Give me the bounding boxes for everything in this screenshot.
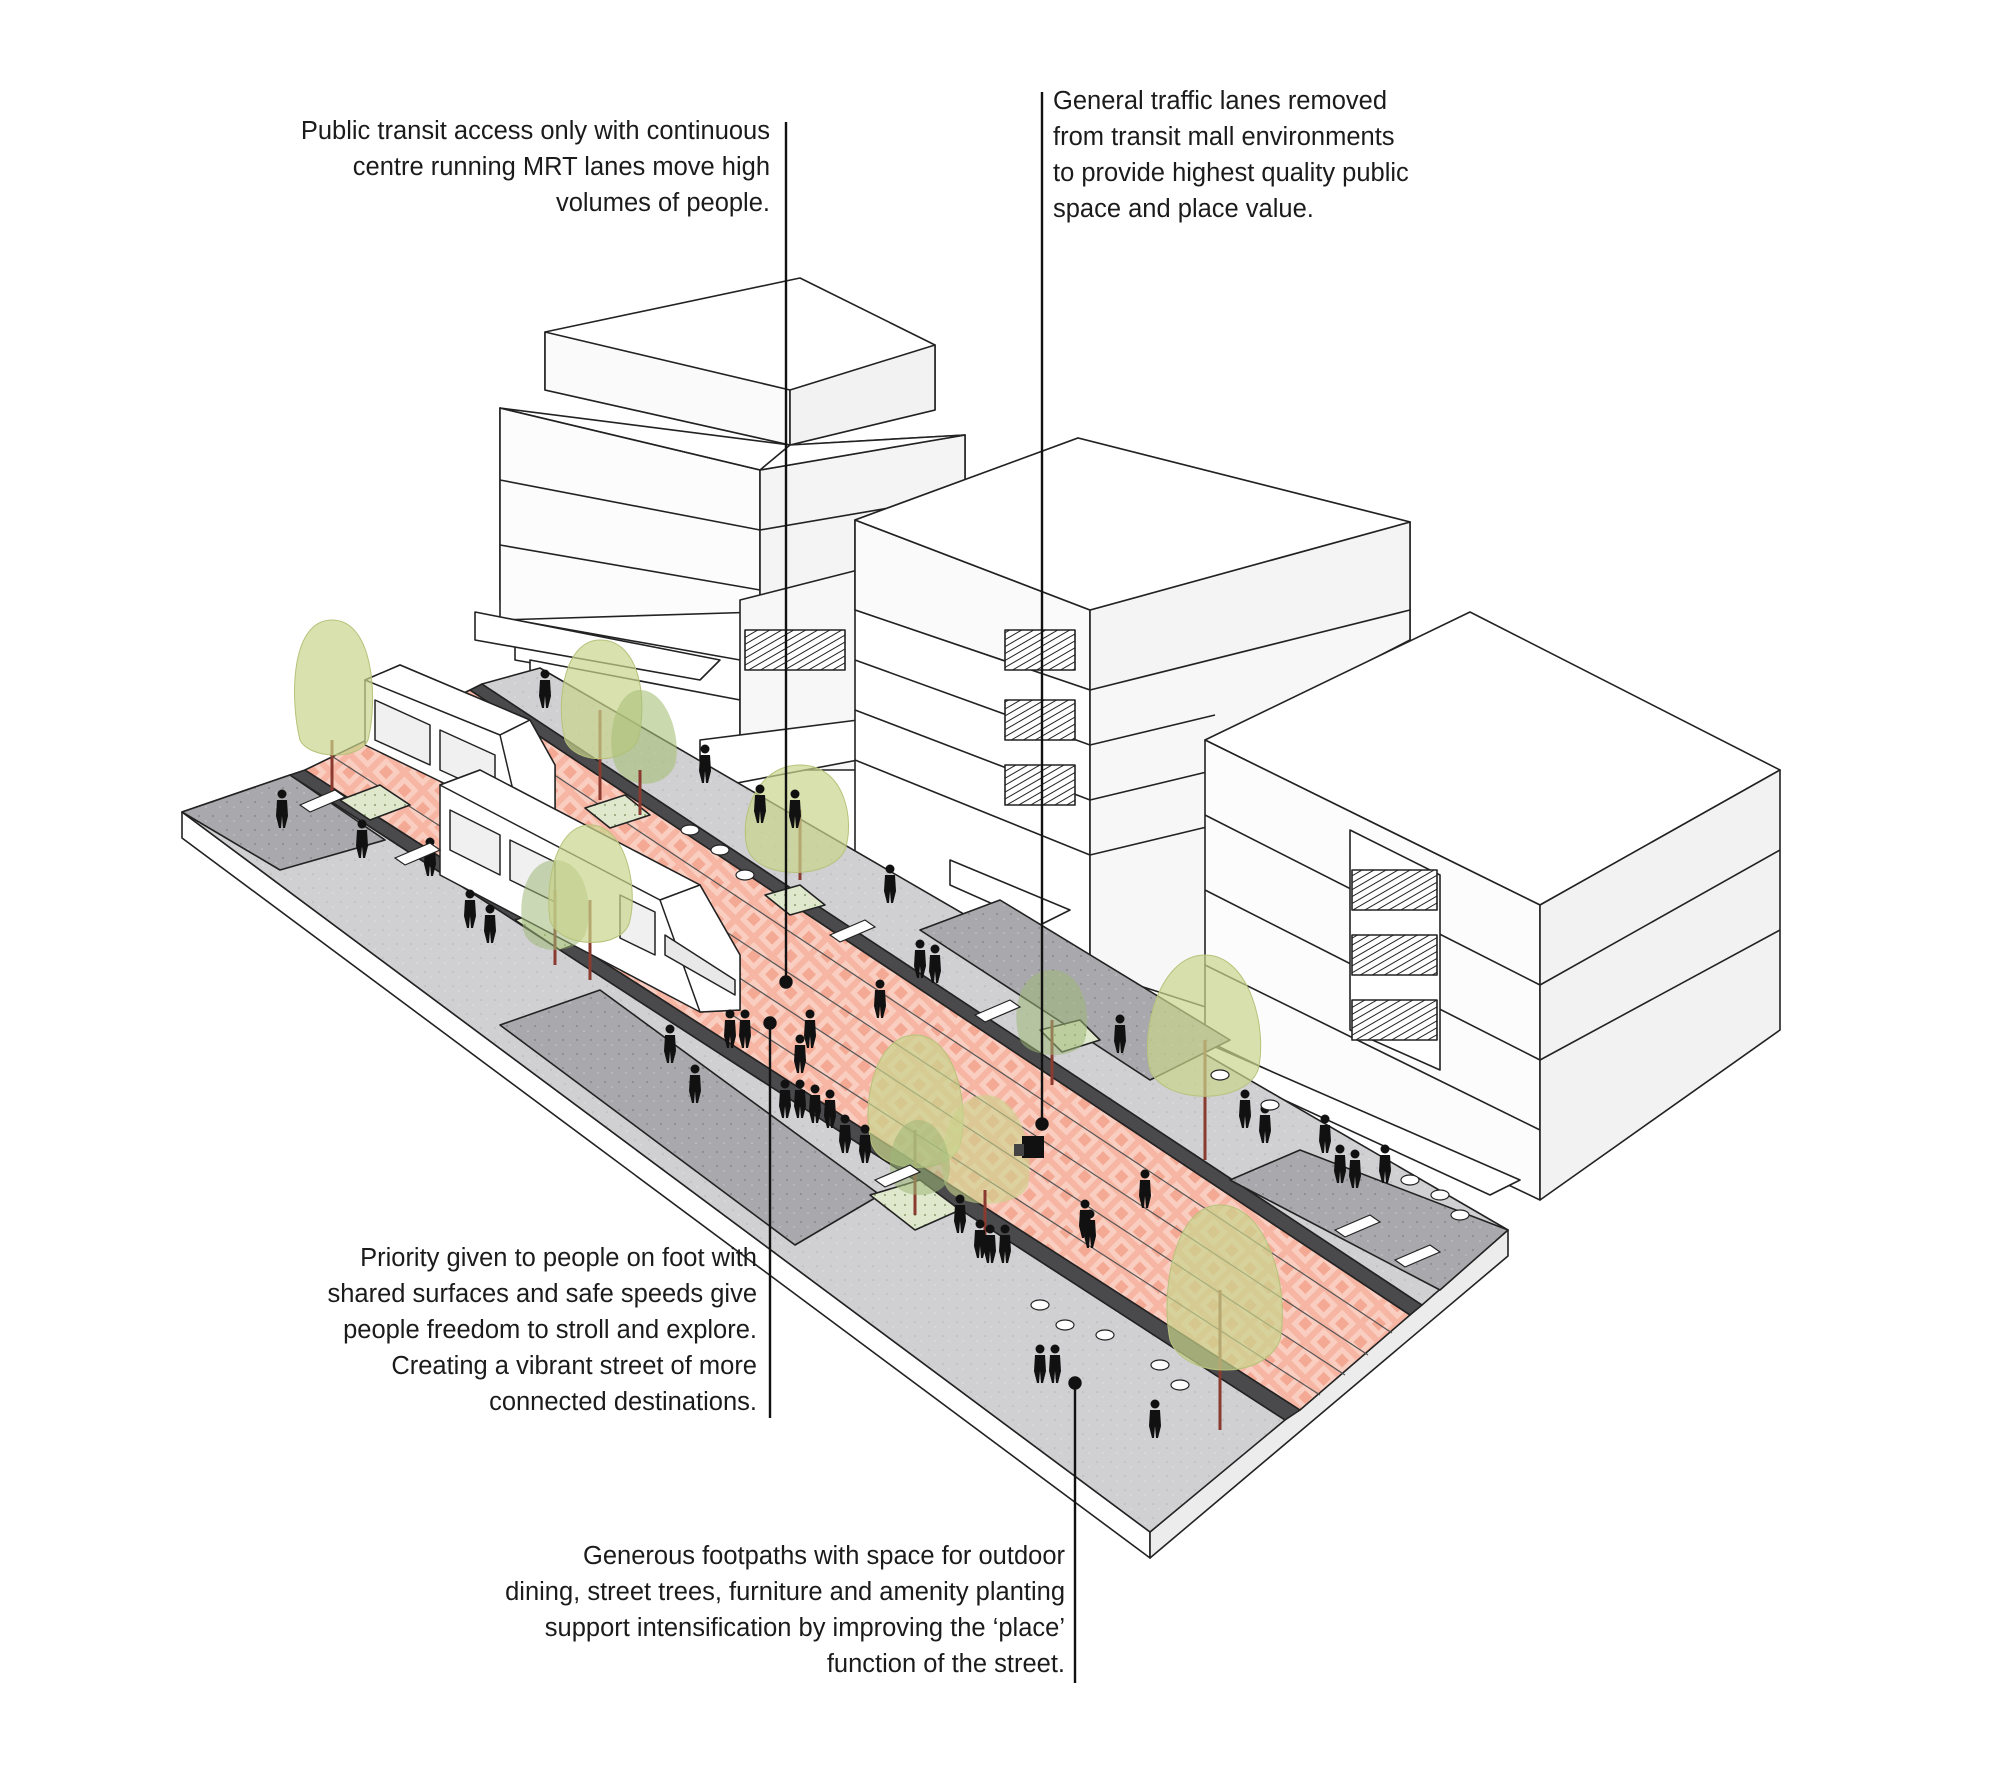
person-silhouette: [1334, 1144, 1346, 1183]
street-trees: [294, 619, 1283, 1430]
person-silhouette: [699, 744, 711, 783]
tree: [867, 1034, 1030, 1240]
person-silhouette: [1084, 1209, 1096, 1248]
person-silhouette: [794, 1079, 806, 1118]
cafe-table: [1030, 1299, 1050, 1311]
person-silhouette: [1239, 1089, 1251, 1128]
annotation-transit-access: Public transit access only with continuo…: [300, 117, 770, 217]
tree: [560, 639, 677, 815]
person-silhouette: [539, 669, 551, 708]
tree: [294, 619, 374, 800]
cafe-table: [1450, 1209, 1470, 1221]
person-silhouette: [1319, 1114, 1331, 1153]
person-silhouette: [664, 1024, 676, 1063]
person-silhouette: [884, 864, 896, 903]
cafe-table: [1430, 1189, 1450, 1201]
bench: [393, 842, 442, 866]
person-silhouette: [839, 1114, 851, 1153]
tree: [1016, 970, 1088, 1085]
person-silhouette: [984, 1224, 996, 1263]
tree: [1166, 1204, 1283, 1430]
person-silhouette: [779, 1079, 791, 1118]
leader-lines: [763, 92, 1082, 1683]
person-silhouette: [1349, 1149, 1361, 1188]
person-silhouette: [859, 1124, 871, 1163]
bench: [1333, 1214, 1382, 1238]
person-silhouette: [689, 1064, 701, 1103]
person-silhouette: [824, 1089, 836, 1128]
bench: [1393, 1244, 1442, 1268]
bench: [873, 1164, 922, 1188]
buildings: [474, 277, 1781, 1201]
tree: [521, 824, 633, 980]
person-silhouette: [276, 789, 288, 828]
person-silhouette: [804, 1009, 816, 1048]
tree: [1146, 954, 1262, 1160]
person-silhouette: [794, 1034, 806, 1073]
person-silhouette: [724, 1009, 736, 1048]
annotation-footpaths: Generous footpaths with space for outdoo…: [505, 1542, 1065, 1678]
person-silhouette: [356, 819, 368, 858]
person-silhouette: [954, 1194, 966, 1233]
person-silhouette: [874, 979, 886, 1018]
annotation-traffic-removed: General traffic lanes removed from trans…: [1053, 87, 1409, 223]
cafe-table: [710, 844, 730, 856]
cafe-table: [1260, 1099, 1280, 1111]
cafe-table: [735, 869, 755, 881]
person-silhouette: [1114, 1014, 1126, 1053]
person-silhouette: [789, 789, 801, 828]
person-silhouette: [739, 1009, 751, 1048]
bench: [828, 919, 877, 943]
annotation-pedestrian-priority: Priority given to people on foot with sh…: [327, 1244, 757, 1416]
cafe-table: [1210, 1069, 1230, 1081]
person-silhouette: [484, 904, 496, 943]
cafe-table: [1055, 1319, 1075, 1331]
person-silhouette: [754, 784, 766, 823]
cafe-table: [1170, 1379, 1190, 1391]
person-silhouette: [809, 1084, 821, 1123]
cafe-table: [1400, 1174, 1420, 1186]
cafe-table: [680, 824, 700, 836]
tram-rear: [364, 664, 556, 821]
person-silhouette: [999, 1224, 1011, 1263]
person-silhouette: [974, 1219, 986, 1258]
pedestrian-silhouettes: [276, 669, 1391, 1438]
bench: [973, 999, 1022, 1023]
street-furniture: [298, 789, 1470, 1391]
person-silhouette: [1149, 1399, 1161, 1438]
person-silhouette: [929, 944, 941, 983]
cafe-table: [1095, 1329, 1115, 1341]
person-silhouette: [1049, 1344, 1061, 1383]
cafe-table: [1150, 1359, 1170, 1371]
bench: [298, 789, 347, 813]
person-silhouette: [1379, 1144, 1391, 1183]
person-silhouette: [914, 939, 926, 978]
person-silhouette: [1139, 1169, 1151, 1208]
person-silhouette: [1034, 1344, 1046, 1383]
person-silhouette: [464, 889, 476, 928]
